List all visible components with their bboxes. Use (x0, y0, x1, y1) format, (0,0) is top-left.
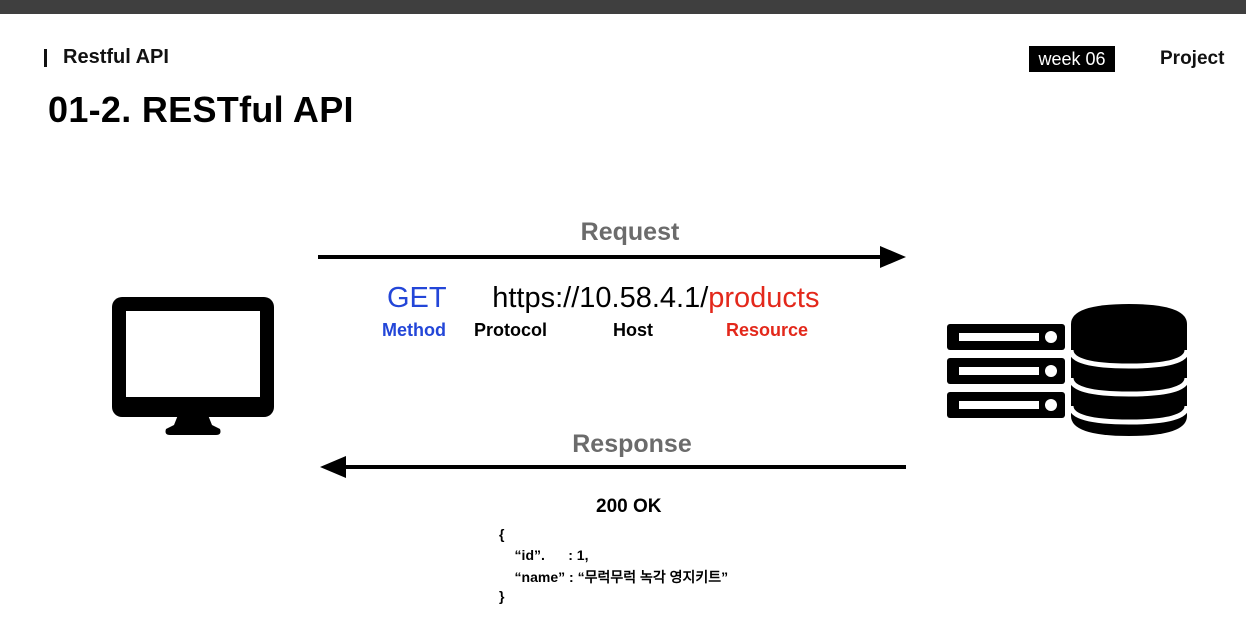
label-resource: Resource (726, 320, 809, 340)
top-bar (0, 0, 1246, 14)
request-url: GET https://10.58.4.1/products (387, 282, 820, 315)
label-method: Method (382, 320, 446, 340)
label-protocol: Protocol (474, 320, 548, 340)
page-title: 01-2. RESTful API (48, 89, 354, 130)
json-line-close: } (499, 588, 505, 604)
label-host: Host (613, 320, 653, 340)
json-line-id: “id”. : 1, (499, 547, 589, 563)
json-line-open: { (499, 526, 505, 542)
project-label: Project (1160, 48, 1225, 69)
week-badge: week 06 (1029, 46, 1115, 72)
desktop-monitor-icon (112, 297, 274, 435)
section-label-text: Restful API (63, 46, 169, 68)
request-arrow (318, 246, 906, 268)
server-database-icon (947, 304, 1190, 436)
json-line-name: “name” : “무럭무럭 녹각 영지키트” (499, 569, 729, 585)
url-resource: products (708, 282, 820, 314)
request-label: Request (580, 218, 680, 246)
slide: Restful API week 06 Project 01-2. RESTfu… (0, 14, 1246, 636)
response-label: Response (572, 430, 692, 458)
response-arrow (320, 456, 906, 478)
response-status: 200 OK (596, 496, 662, 517)
url-method: GET (387, 282, 447, 314)
section-bar (44, 48, 47, 67)
section-label: Restful API (44, 46, 169, 69)
url-host: https://10.58.4.1/ (492, 282, 709, 314)
